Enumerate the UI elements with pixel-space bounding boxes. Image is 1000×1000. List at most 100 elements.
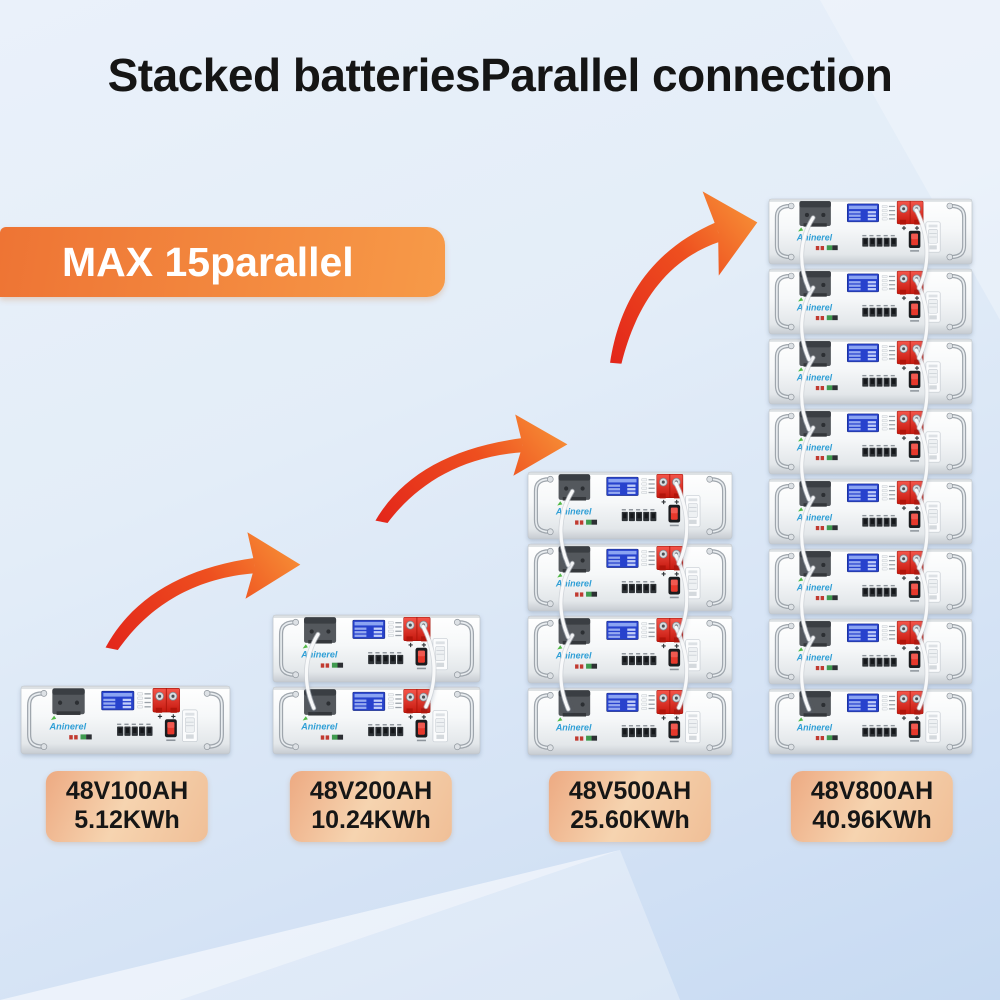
anderson-connector (799, 201, 831, 227)
certification-marks (815, 245, 838, 251)
comm-ports (621, 509, 657, 522)
link-cable-left (558, 560, 575, 640)
lcd-screen (846, 483, 879, 503)
plus-marks (901, 435, 920, 441)
battery-unit: Aninerel (272, 613, 481, 711)
plus-marks (901, 365, 920, 371)
circuit-breaker (685, 567, 701, 600)
power-terminals (896, 690, 924, 721)
power-switch (908, 720, 921, 742)
power-switch (668, 648, 681, 671)
svg-text:Aninerel: Aninerel (555, 651, 592, 661)
power-switch (415, 647, 428, 670)
panel-top-shade (273, 687, 480, 690)
battery-unit: Aninerel (768, 337, 973, 432)
capacity-line1: 48V800AH (810, 777, 934, 805)
rack-handle-left (774, 342, 795, 401)
leaf-icon (798, 577, 804, 582)
panel-top-shade (769, 689, 972, 692)
certification-marks (575, 519, 598, 525)
battery-unit: Aninerel (768, 407, 973, 502)
led-indicators (881, 345, 896, 361)
circuit-breaker (925, 431, 941, 463)
page-title: Stacked batteriesParallel connection (107, 49, 893, 101)
power-switch (908, 440, 921, 462)
link-cable-left (799, 565, 816, 642)
link-cable-left (558, 632, 575, 712)
leaf-icon (557, 717, 563, 722)
capacity-line2: 40.96KWh (812, 806, 932, 835)
svg-text:Aninerel: Aninerel (796, 582, 833, 592)
capacity-line1: 48V100AH (65, 777, 189, 805)
certification-marks (815, 385, 838, 391)
plus-marks (661, 499, 679, 505)
rack-handle-right (454, 690, 475, 751)
rack-handle-right (946, 622, 967, 681)
lcd-screen (846, 273, 879, 293)
plus-marks (661, 715, 679, 721)
power-terminals (656, 473, 684, 505)
rack-handle-left (774, 482, 795, 541)
rack-handle-left (774, 552, 795, 611)
battery-unit: Aninerel (768, 687, 973, 756)
anderson-connector (558, 474, 591, 501)
comm-ports (862, 514, 897, 527)
lcd-screen (352, 691, 386, 711)
battery-unit: Aninerel (768, 267, 973, 362)
led-indicators (388, 621, 402, 637)
battery-unit: Aninerel (527, 470, 733, 568)
svg-text:Aninerel: Aninerel (796, 232, 833, 242)
panel-top-shade (769, 409, 972, 412)
panel-top-shade (769, 479, 972, 482)
panel-top-shade (528, 544, 732, 547)
certification-marks (815, 665, 838, 671)
rack-handle-left (774, 202, 795, 261)
comm-ports (621, 725, 657, 738)
brand-logo: Aninerel (796, 227, 833, 242)
led-indicators (881, 415, 896, 431)
circuit-breaker (432, 638, 448, 671)
capacity-chip-4: 48V800AH 40.96KWh (790, 771, 954, 842)
brand-logo: Aninerel (796, 577, 833, 592)
lcd-screen (846, 623, 879, 643)
plus-marks (901, 295, 920, 301)
brand-logo: Aninerel (796, 367, 833, 382)
lcd-screen (846, 693, 879, 713)
link-cable-right (420, 624, 437, 710)
certification-marks (815, 595, 838, 601)
svg-text:Aninerel: Aninerel (49, 721, 87, 731)
circuit-breaker (182, 709, 198, 742)
svg-text:Aninerel: Aninerel (555, 579, 592, 589)
leaf-icon (50, 715, 57, 720)
plus-marks (901, 225, 920, 231)
battery-stack-4: Aninerel (768, 197, 973, 756)
link-cable-right (673, 481, 690, 567)
certification-marks (575, 735, 598, 741)
rack-handle-left (774, 412, 795, 471)
brand-logo: Aninerel (796, 507, 833, 522)
circuit-breaker (925, 571, 941, 603)
comm-ports (862, 654, 897, 667)
plus-marks (901, 715, 920, 721)
certification-marks (320, 662, 344, 668)
leaf-icon (798, 297, 804, 302)
max-parallel-badge: MAX 15parallel (0, 227, 445, 297)
certification-marks (815, 315, 838, 321)
lcd-screen (606, 692, 639, 712)
battery-unit: Aninerel (272, 685, 481, 756)
capacity-line2: 25.60KWh (570, 806, 690, 835)
certification-marks (320, 734, 344, 740)
certification-marks (815, 455, 838, 461)
plus-marks (661, 571, 679, 577)
battery-stack-3: Aninerel (527, 470, 733, 757)
plus-marks (408, 714, 426, 720)
led-indicators (641, 622, 655, 638)
certification-marks (69, 734, 92, 740)
circuit-breaker (925, 291, 941, 323)
power-switch (908, 580, 921, 602)
leaf-icon (302, 716, 308, 721)
power-switch (668, 504, 681, 527)
lcd-screen (352, 619, 386, 639)
panel-top-shade (21, 686, 230, 690)
power-switch (908, 300, 921, 322)
